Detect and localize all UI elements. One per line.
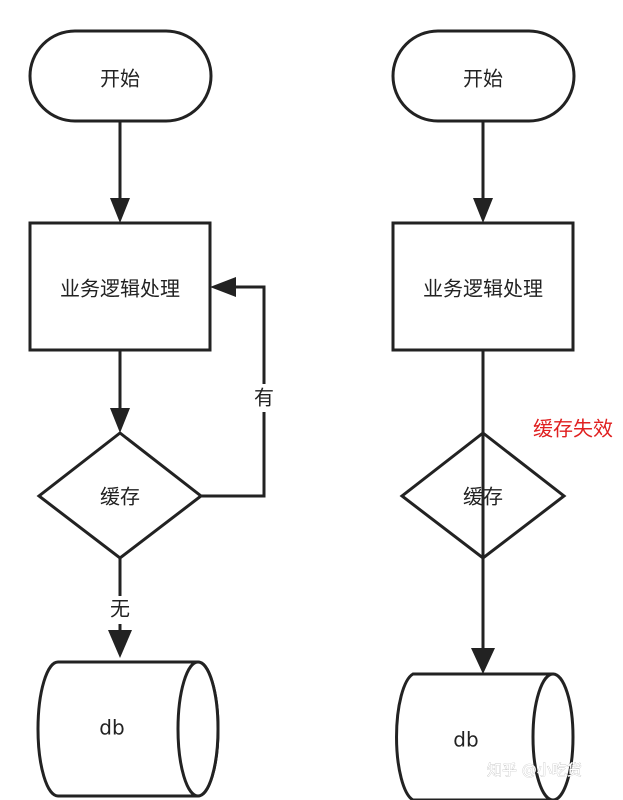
left-decision-node: 缓存 xyxy=(36,431,204,560)
left-flowchart: 开始 业务逻辑处理 缓存 有 xyxy=(28,29,277,798)
right-db-label: db xyxy=(453,728,478,752)
left-edge-start-process xyxy=(110,121,130,223)
left-db-label: db xyxy=(99,716,124,740)
watermark-text: 知乎 @小吃货 xyxy=(487,761,582,779)
right-edge-process-db xyxy=(471,350,495,674)
left-start-node: 开始 xyxy=(28,29,213,123)
left-yes-label: 有 xyxy=(254,386,274,410)
left-no-label: 无 xyxy=(110,597,130,621)
left-start-label: 开始 xyxy=(100,67,140,91)
left-edge-yes-loop: 有 xyxy=(201,277,277,498)
right-start-label: 开始 xyxy=(463,67,503,91)
right-edge-start-process xyxy=(473,121,493,223)
left-db-node: db xyxy=(36,660,220,798)
right-flowchart: 开始 业务逻辑处理 缓存 缓存失效 db xyxy=(391,29,613,800)
left-process-label: 业务逻辑处理 xyxy=(60,277,180,301)
cache-invalid-annotation: 缓存失效 xyxy=(533,417,613,441)
left-decision-label: 缓存 xyxy=(100,485,140,509)
left-edge-no-db: 无 xyxy=(106,558,134,658)
right-process-node: 业务逻辑处理 xyxy=(391,221,575,352)
right-db-node: db xyxy=(395,672,575,800)
right-process-label: 业务逻辑处理 xyxy=(423,277,543,301)
right-start-node: 开始 xyxy=(391,29,576,123)
left-process-node: 业务逻辑处理 xyxy=(28,221,212,352)
left-edge-process-decision xyxy=(110,350,130,433)
